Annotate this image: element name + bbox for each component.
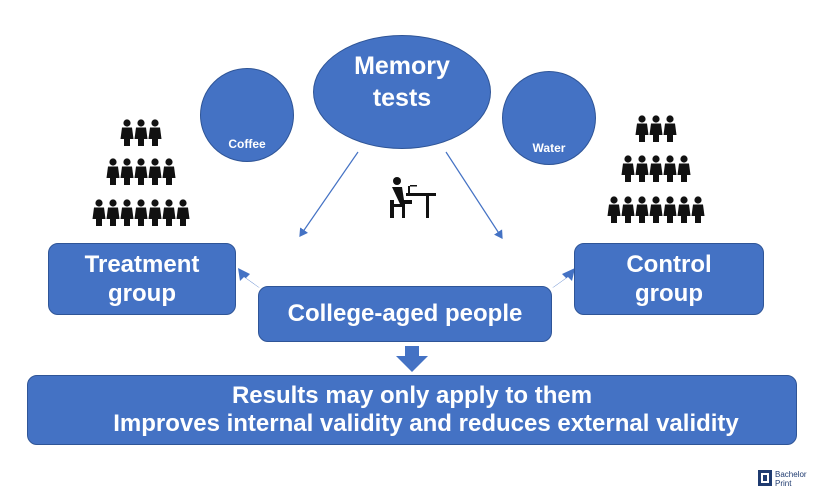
people-crowd-left: [92, 119, 190, 226]
logo-line1: Bachelor: [775, 470, 807, 479]
control-line1: Control: [626, 251, 712, 278]
memory-tests-line1: Memory: [354, 52, 450, 80]
block-arrow-left: [238, 268, 260, 288]
results-line2: Improves internal validity and reduces e…: [113, 410, 739, 437]
results-box: Results may only apply to them Improves …: [27, 375, 797, 445]
college-aged-people-box: College-aged people: [258, 286, 552, 342]
water-label: Water: [532, 141, 566, 155]
results-line1: Results may only apply to them: [231, 382, 593, 410]
logo-line2: Print: [775, 479, 792, 488]
arrow-to-control: [445, 151, 503, 240]
memory-tests-line2: tests: [372, 84, 432, 112]
coffee-label: Coffee: [228, 137, 266, 151]
down-arrow: [396, 346, 428, 372]
treatment-group-box: Treatment group: [48, 243, 236, 315]
arrow-to-treatment: [299, 151, 359, 237]
water-circle: Water: [502, 71, 596, 165]
bachelorprint-logo-icon: [758, 470, 772, 486]
block-arrow-right: [552, 268, 575, 288]
people-crowd-right: [607, 115, 705, 223]
control-line2: group: [635, 280, 703, 307]
college-label: College-aged people: [287, 300, 523, 327]
person-at-desk-icon: [390, 177, 436, 218]
logo-text: Bachelor Print: [775, 470, 807, 488]
coffee-circle: Coffee: [200, 68, 294, 162]
treatment-line2: group: [108, 280, 176, 307]
control-group-box: Control group: [574, 243, 764, 315]
memory-tests-oval: Memory tests: [313, 35, 491, 149]
treatment-line1: Treatment: [84, 251, 200, 278]
